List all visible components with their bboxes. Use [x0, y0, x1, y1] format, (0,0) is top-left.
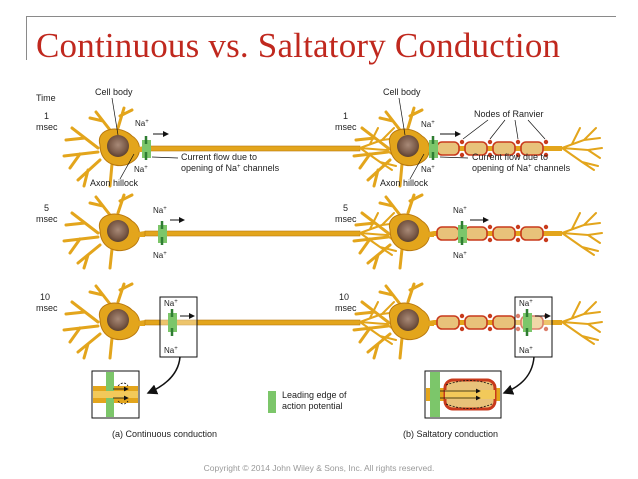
- legend: Leading edge of action potential: [268, 390, 347, 413]
- continuous-row-3: 10 msec Na+: [36, 282, 401, 395]
- na-label-c2-bottom: Na+: [153, 251, 167, 260]
- neuron-saltatory-2: [352, 193, 603, 270]
- zoom-arrow-a: [146, 356, 181, 395]
- na-label-c1-bottom: Na+: [134, 165, 148, 174]
- neuron-continuous-2: [62, 193, 401, 270]
- saltatory-row-1: 1 msec: [335, 87, 603, 188]
- zoom-inset-saltatory: [424, 370, 502, 419]
- time-value-1: 1: [44, 111, 49, 121]
- current-flow-label-b2: opening of Na+ channels: [472, 163, 571, 173]
- legend-text-1: Leading edge of: [282, 390, 347, 400]
- axon-hillock-label-b: Axon hillock: [380, 178, 429, 188]
- zoom-inset-continuous: [91, 370, 140, 419]
- current-flow-label-a: Current flow due to: [181, 152, 257, 162]
- time-unit-s3: msec: [335, 303, 357, 313]
- axon-hillock-leader-b: [409, 153, 425, 180]
- time-value-s3: 10: [339, 292, 349, 302]
- na-label-c3-top: Na+: [164, 299, 178, 308]
- time-heading: Time: [36, 93, 56, 103]
- slide-title: Continuous vs. Saltatory Conduction: [36, 26, 561, 65]
- axon-hillock-label-a: Axon hillock: [90, 178, 139, 188]
- time-unit-2: msec: [36, 214, 58, 224]
- na-label-s1-top: Na+: [421, 120, 435, 129]
- time-value-3: 10: [40, 292, 50, 302]
- na-label-s3-top: Na+: [519, 299, 533, 308]
- neuron-continuous-1: [62, 106, 401, 188]
- na-label-c1-top: Na+: [135, 119, 149, 128]
- na-label-s1-bottom: Na+: [421, 165, 435, 174]
- time-value-s2: 5: [343, 203, 348, 213]
- current-flow-leader-a: [151, 156, 179, 159]
- current-flow-label-b: Current flow due to: [472, 152, 548, 162]
- left-rule: [26, 16, 27, 60]
- zoom-arrow-b: [502, 356, 535, 395]
- time-value-s1: 1: [343, 111, 348, 121]
- top-rule: [26, 16, 616, 17]
- time-value-2: 5: [44, 203, 49, 213]
- current-flow-label-a2: opening of Na+ channels: [181, 163, 280, 173]
- na-label-c2-top: Na+: [153, 206, 167, 215]
- axon-hillock-leader-a: [119, 153, 135, 180]
- na-label-c3-bottom: Na+: [164, 346, 178, 355]
- cell-body-label-a: Cell body: [95, 87, 133, 97]
- saltatory-panel: 1 msec: [335, 87, 603, 439]
- copyright-footer: Copyright © 2014 John Wiley & Sons, Inc.…: [203, 463, 435, 473]
- caption-continuous: (a) Continuous conduction: [112, 429, 217, 439]
- nodes-of-ranvier-label: Nodes of Ranvier: [474, 109, 544, 119]
- legend-text-2: action potential: [282, 401, 343, 411]
- cell-body-leader-b: [398, 97, 406, 136]
- na-label-s2-bottom: Na+: [453, 251, 467, 260]
- na-label-s2-top: Na+: [453, 206, 467, 215]
- time-unit-3: msec: [36, 303, 58, 313]
- neuron-saltatory-1: [352, 106, 603, 188]
- neuron-continuous-3: [62, 282, 401, 360]
- continuous-panel: 1 msec Na+ Na+: [36, 87, 401, 439]
- time-unit-s2: msec: [335, 214, 357, 224]
- caption-saltatory: (b) Saltatory conduction: [403, 429, 498, 439]
- current-flow-leader-b: [439, 156, 469, 159]
- legend-swatch: [268, 391, 276, 413]
- saltatory-row-2: 5 msec: [335, 193, 603, 270]
- continuous-row-2: 5 msec Na+ Na+: [36, 193, 401, 270]
- cell-body-label-b: Cell body: [383, 87, 421, 97]
- time-unit-s1: msec: [335, 122, 357, 132]
- na-label-s3-bottom: Na+: [519, 346, 533, 355]
- nodes-of-ranvier-leaders: [462, 119, 546, 140]
- saltatory-row-3: 10 msec: [335, 282, 603, 395]
- neuron-saltatory-3: [352, 282, 603, 360]
- time-unit-1: msec: [36, 122, 58, 132]
- continuous-row-1: 1 msec Na+ Na+: [36, 87, 401, 188]
- cell-body-leader-a: [111, 97, 119, 136]
